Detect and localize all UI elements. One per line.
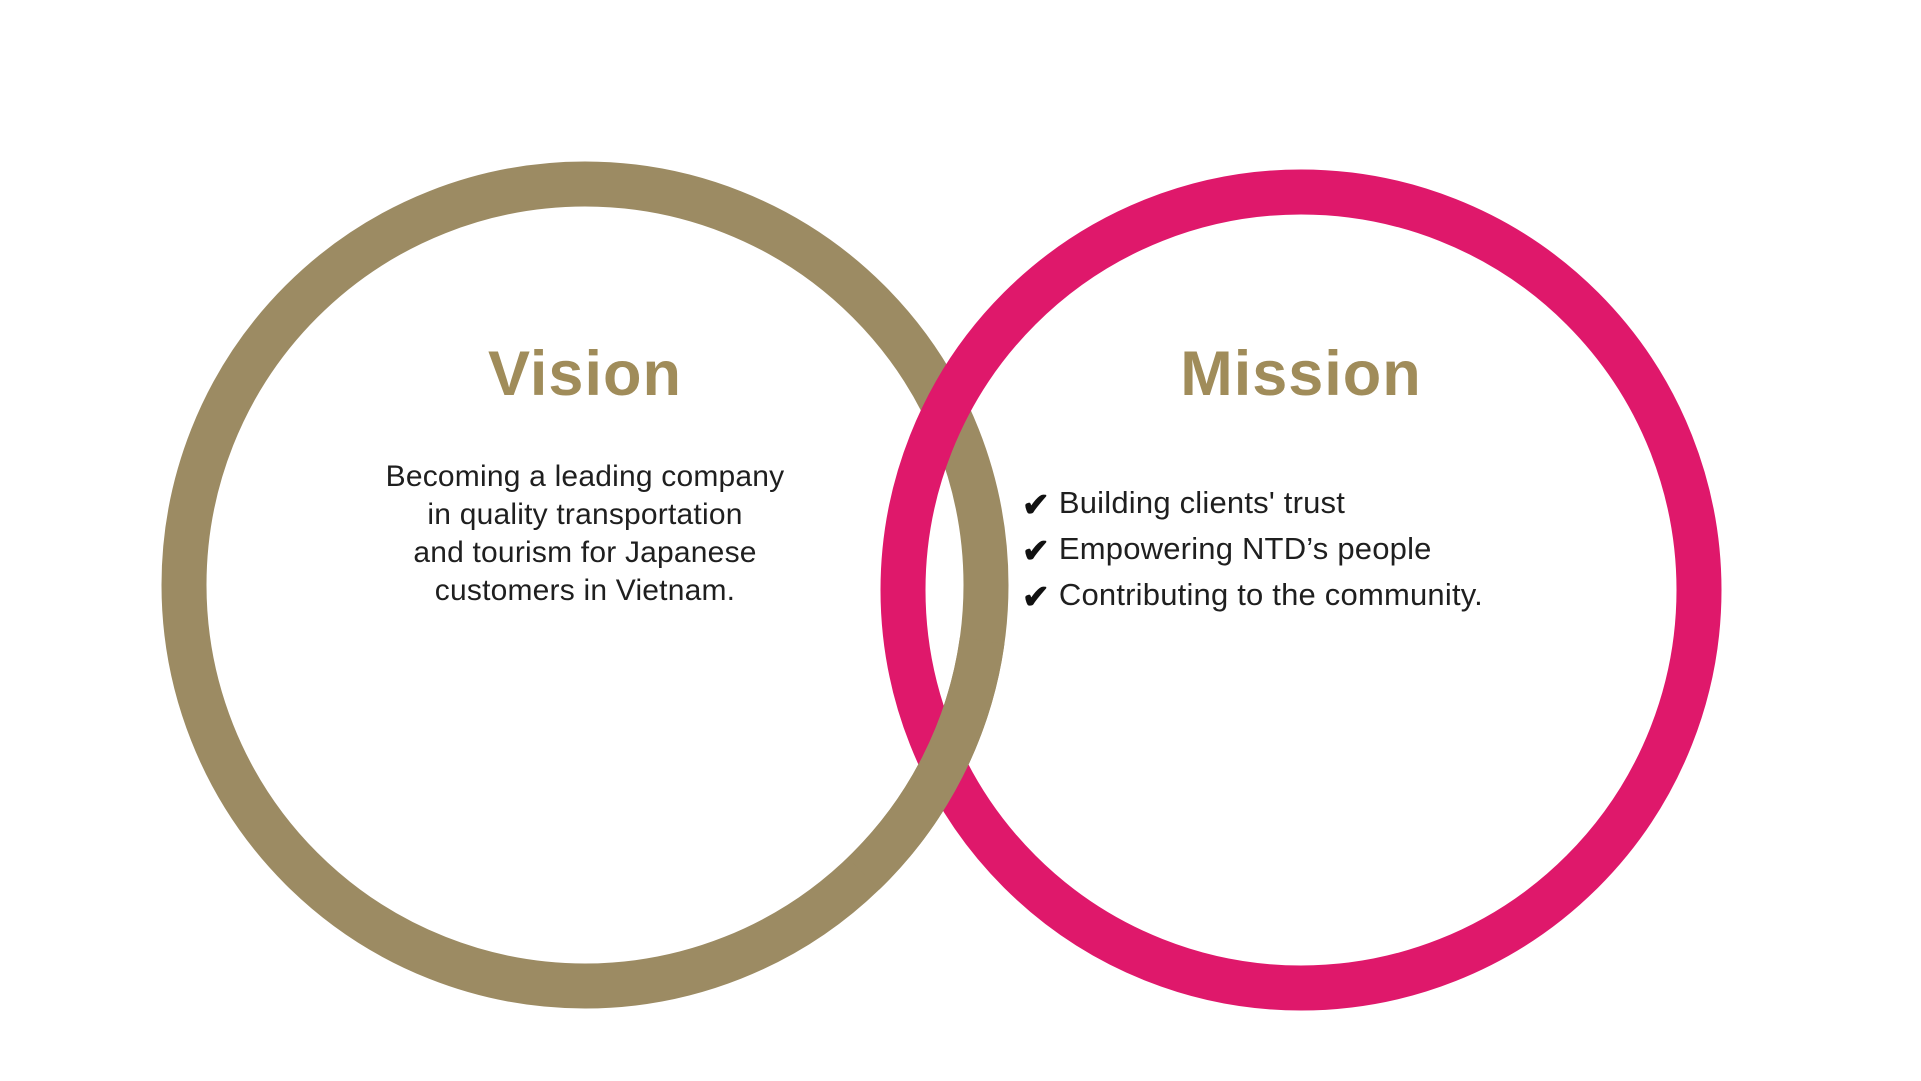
checkmark-icon: ✔ [1022,531,1050,569]
mission-item-label: Contributing to the community. [1058,577,1483,612]
vision-statement-line: in quality transportation [427,498,743,531]
vision-statement-line: customers in Vietnam. [434,574,736,607]
checkmark-icon: ✔ [1022,577,1050,615]
mission-ring [880,169,1722,1011]
vision-title: Vision [488,339,682,409]
vision-statement-line: and tourism for Japanese [413,536,757,569]
vision-statement: Becoming a leading company in quality tr… [325,458,845,610]
vision-statement-line: Becoming a leading company [385,460,785,493]
mission-item: ✔ Building clients' trust [1022,480,1662,526]
mission-items: ✔ Building clients' trust ✔ Empowering N… [1022,480,1662,618]
vision-ring-overlap-arc [847,637,1005,890]
mission-item: ✔ Contributing to the community. [1022,572,1662,618]
mission-item-label: Empowering NTD’s people [1058,531,1432,566]
checkmark-icon: ✔ [1022,485,1050,523]
mission-item-label: Building clients' trust [1058,485,1346,520]
mission-item: ✔ Empowering NTD’s people [1022,526,1662,572]
vision-ring [161,161,1009,1009]
mission-title: Mission [1180,339,1422,409]
